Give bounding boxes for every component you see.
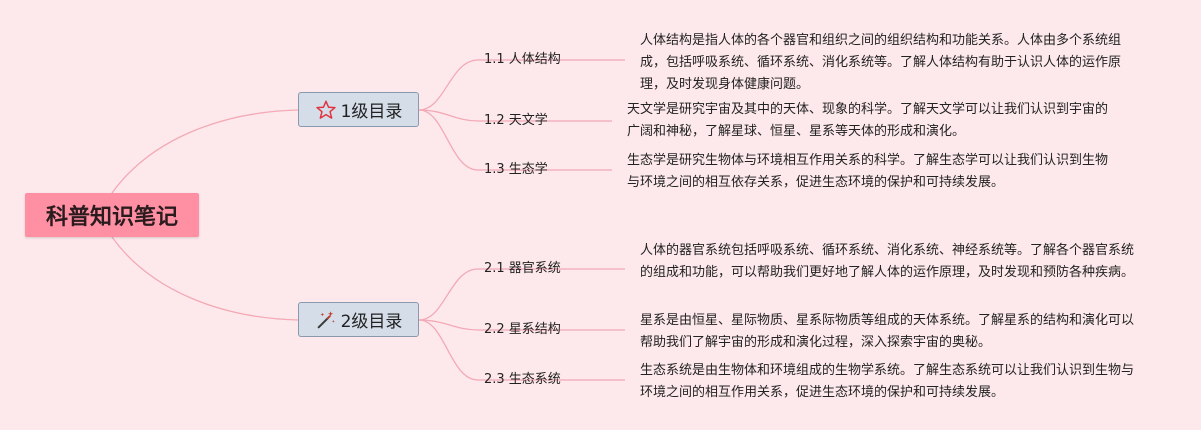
- connector-root-branch-2: [111, 236, 299, 321]
- description-2-2[interactable]: 星系是由恒星、星际物质、星系际物质等组成的天体系统。了解星系的结构和演化可以帮助…: [640, 313, 1135, 350]
- connector-branch-1-leaf-2: [418, 109, 479, 122]
- description-1-1[interactable]: 人体结构是指人体的各个器官和组织之间的组织结构和功能关系。人体由多个系统组成，包…: [640, 33, 1122, 92]
- magic-wand-icon: [315, 309, 337, 331]
- branch-topic-2-title: 2级目录: [340, 312, 403, 332]
- star-outline-icon: [315, 99, 337, 121]
- connector-root-branch-1: [111, 109, 299, 194]
- subtopic-2-1[interactable]: 2.1 器官系统: [484, 261, 561, 276]
- description-1-3[interactable]: 生态学是研究生物体与环境相互作用关系的科学。了解生态学可以让我们认识到生物与环境…: [627, 153, 1109, 190]
- subtopic-1-2[interactable]: 1.2 天文学: [484, 113, 548, 128]
- subtopic-2-3[interactable]: 2.3 生态系统: [484, 372, 561, 387]
- branch-topic-1-title: 1级目录: [340, 102, 403, 122]
- connector-branch-2-leaf-2: [418, 319, 479, 331]
- connector-branch-2-leaf-1: [418, 268, 479, 321]
- description-2-3[interactable]: 生态系统是由生物体和环境组成的生物学系统。了解生态系统可以让我们认识到生物与环境…: [640, 363, 1135, 400]
- connector-branch-1-leaf-1: [418, 59, 479, 111]
- branch-topic-1[interactable]: 1级目录: [298, 92, 419, 127]
- branch-topic-2[interactable]: 2级目录: [298, 302, 419, 337]
- subtopic-1-1[interactable]: 1.1 人体结构: [484, 52, 561, 67]
- subtopic-2-2[interactable]: 2.2 星系结构: [484, 322, 561, 337]
- subtopic-1-3[interactable]: 1.3 生态学: [484, 162, 548, 177]
- root-topic-title: 科普知识笔记: [45, 205, 178, 230]
- description-1-2[interactable]: 天文学是研究宇宙及其中的天体、现象的科学。了解天文学可以让我们认识到宇宙的广阔和…: [627, 102, 1109, 139]
- description-2-1[interactable]: 人体的器官系统包括呼吸系统、循环系统、消化系统、神经系统等。了解各个器官系统的组…: [640, 243, 1135, 280]
- root-topic[interactable]: 科普知识笔记: [25, 193, 199, 237]
- connector-branch-2-leaf-3: [418, 319, 479, 381]
- connector-branch-1-leaf-3: [418, 109, 479, 171]
